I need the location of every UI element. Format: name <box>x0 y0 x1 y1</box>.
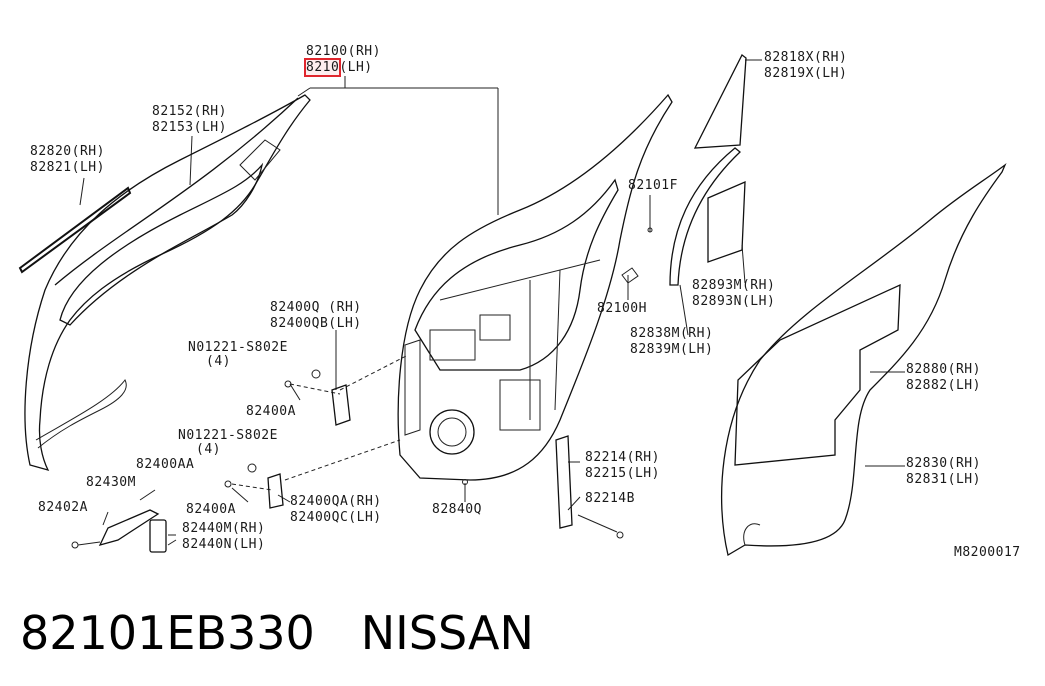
label-upper-hinge-rh: 82400Q (RH) <box>270 300 362 315</box>
label-channel-lh: 82839M(LH) <box>630 342 714 357</box>
label-sash-seal-lh: 82153(LH) <box>152 120 227 135</box>
label-screen-rh: 82880(RH) <box>906 362 981 377</box>
label-cap-rh: 82440M(RH) <box>182 521 266 536</box>
label-channel-rh: 82838M(RH) <box>630 326 714 341</box>
label-weatherstrip-rh: 82830(RH) <box>906 456 981 471</box>
clip-82101f <box>647 225 653 233</box>
label-guide-lh: 82215(LH) <box>585 466 660 481</box>
partition-glass <box>707 180 746 263</box>
outer-molding <box>18 186 132 274</box>
label-bolt-b: 82402A <box>38 500 88 515</box>
outer-door-panel <box>24 94 311 472</box>
label-lower-hinge-rh: 82400QA(RH) <box>290 494 382 509</box>
lower-hinge <box>224 463 284 509</box>
label-plug-q: 82840Q <box>432 502 482 517</box>
label-outer-molding-lh: 82821(LH) <box>30 160 105 175</box>
label-guide-bolt: 82214B <box>585 491 635 506</box>
glass-run-channel <box>669 147 741 286</box>
label-outer-molding-rh: 82820(RH) <box>30 144 105 159</box>
hinge-cap <box>149 519 167 553</box>
label-lower-hinge-lh: 82400QC(LH) <box>290 510 382 525</box>
label-cap-lh: 82440N(LH) <box>182 537 266 552</box>
label-bolt-a2: 82400A <box>186 502 236 517</box>
door-weatherstrip <box>720 163 1007 557</box>
label-partition-lh: 82893N(LH) <box>692 294 776 309</box>
check-link <box>71 509 160 549</box>
label-nut-1: N01221-S802E <box>188 340 288 355</box>
figure-code: M8200017 <box>954 545 1021 560</box>
label-screen-lh: 82882(LH) <box>906 378 981 393</box>
upper-hinge <box>284 369 351 426</box>
label-clip-f: 82101F <box>628 178 678 193</box>
label-nut-2: N01221-S802E <box>178 428 278 443</box>
label-nut-2-qty: (4) <box>196 442 221 457</box>
label-glass-lh: 82819X(LH) <box>764 66 848 81</box>
label-upper-hinge-lh: 82400QB(LH) <box>270 316 362 331</box>
part-caption: 82101EB330 NISSAN <box>20 598 534 668</box>
leader-lines <box>79 59 905 546</box>
door-glass <box>693 54 747 149</box>
label-weatherstrip-lh: 82831(LH) <box>906 472 981 487</box>
label-partition-rh: 82893M(RH) <box>692 278 776 293</box>
label-door-panel-rh: 82100(RH) <box>306 44 381 59</box>
label-nut-1-qty: (4) <box>206 354 231 369</box>
label-door-panel-lh: 8210(LH) <box>303 58 373 77</box>
highlighted-part-code[interactable]: 8210 <box>303 58 342 77</box>
door-guide <box>555 435 624 539</box>
label-door-panel-lh-suffix: (LH) <box>339 60 373 75</box>
label-guide-rh: 82214(RH) <box>585 450 660 465</box>
label-plug-h: 82100H <box>597 301 647 316</box>
plug-82840q <box>462 479 468 485</box>
brand-name: NISSAN <box>360 606 534 660</box>
label-check-link: 82430M <box>86 475 136 490</box>
label-glass-rh: 82818X(RH) <box>764 50 848 65</box>
door-parts-drawing <box>18 54 1007 557</box>
inner-door-frame <box>397 93 673 481</box>
sash-seal <box>54 97 299 286</box>
label-bolt-aa: 82400AA <box>136 457 195 472</box>
sealing-screen <box>734 283 901 466</box>
plug-82100h <box>621 267 639 284</box>
parts-diagram: 82100(RH) 8210(LH) 82152(RH) 82153(LH) 8… <box>18 44 1021 560</box>
part-number: 82101EB330 <box>20 606 315 660</box>
label-bolt-a1: 82400A <box>246 404 296 419</box>
label-sash-seal-rh: 82152(RH) <box>152 104 227 119</box>
